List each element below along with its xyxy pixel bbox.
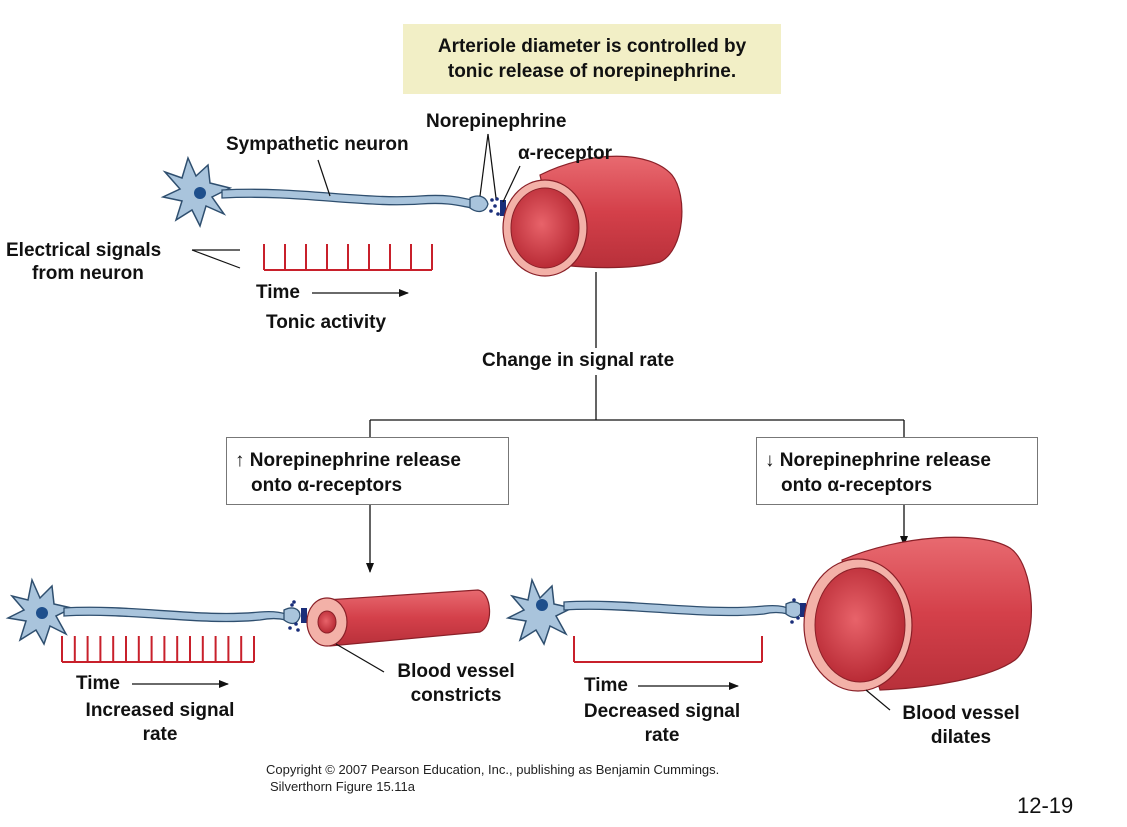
title-line-1: Arteriole diameter is controlled by <box>437 36 747 57</box>
constricts-vessel-label: Blood vessel <box>397 661 515 682</box>
change-in-signal-rate-label: Change in signal rate <box>482 350 675 371</box>
increased-signal-label: Increased signal <box>85 700 235 721</box>
decrease-box-line-1: ↓ Norepinephrine release <box>765 450 991 471</box>
constricts-leader-line <box>335 643 385 673</box>
figure-reference: Silverthorn Figure 15.11a <box>270 779 416 794</box>
decrease-box-line-2: onto α-receptors <box>781 475 933 496</box>
increase-release-box: ↑ Norepinephrine release onto α-receptor… <box>226 437 509 505</box>
top-leader-lines <box>317 133 521 203</box>
top-neuron-nucleus <box>194 187 206 199</box>
dilates-label: dilates <box>930 727 992 748</box>
alpha-receptor-label: α-receptor <box>518 143 613 164</box>
dilates-leader-line <box>865 689 891 711</box>
increased-rate-label: rate <box>142 724 178 745</box>
flow-lines <box>369 272 905 437</box>
from-neuron-label: from neuron <box>32 263 144 284</box>
page-number: 12-19 <box>1017 793 1074 818</box>
decreased-rate-label: rate <box>644 725 680 746</box>
sympathetic-neuron-label: Sympathetic neuron <box>226 134 409 155</box>
norepinephrine-label: Norepinephrine <box>426 111 567 132</box>
decreased-signal-label: Decreased signal <box>583 701 741 722</box>
dilated-vessel <box>803 536 1032 692</box>
top-neuron-axon <box>221 188 473 209</box>
top-norepinephrine-dots <box>489 197 500 216</box>
top-neuron <box>160 155 506 229</box>
decrease-release-box: ↓ Norepinephrine release onto α-receptor… <box>756 437 1038 505</box>
copyright-line: Copyright © 2007 Pearson Education, Inc.… <box>266 762 720 777</box>
br-time-label: Time <box>584 675 629 696</box>
electrical-leader-lines <box>191 249 241 269</box>
top-blood-vessel <box>502 155 683 277</box>
tonic-spike-train <box>263 244 433 271</box>
bottom-right-neuron <box>505 577 806 646</box>
title-line-2: tonic release of norepinephrine. <box>447 61 737 82</box>
dilates-vessel-label: Blood vessel <box>902 703 1020 724</box>
top-neuron-terminal <box>469 195 489 213</box>
increase-box-line-1: ↑ Norepinephrine release <box>235 450 461 471</box>
bl-time-label: Time <box>76 673 121 694</box>
top-alpha-receptor <box>500 200 506 216</box>
tonic-activity-label: Tonic activity <box>266 312 387 333</box>
electrical-signals-label: Electrical signals <box>6 240 162 261</box>
increase-box-line-2: onto α-receptors <box>251 475 403 496</box>
bottom-left-neuron <box>5 577 307 646</box>
diagram-title: Arteriole diameter is controlled by toni… <box>403 24 781 94</box>
constricts-label: constricts <box>410 685 502 706</box>
top-time-label: Time <box>256 282 301 303</box>
decreased-spike-train <box>573 636 763 663</box>
increased-spike-train <box>61 636 255 663</box>
constricted-vessel <box>306 589 491 647</box>
